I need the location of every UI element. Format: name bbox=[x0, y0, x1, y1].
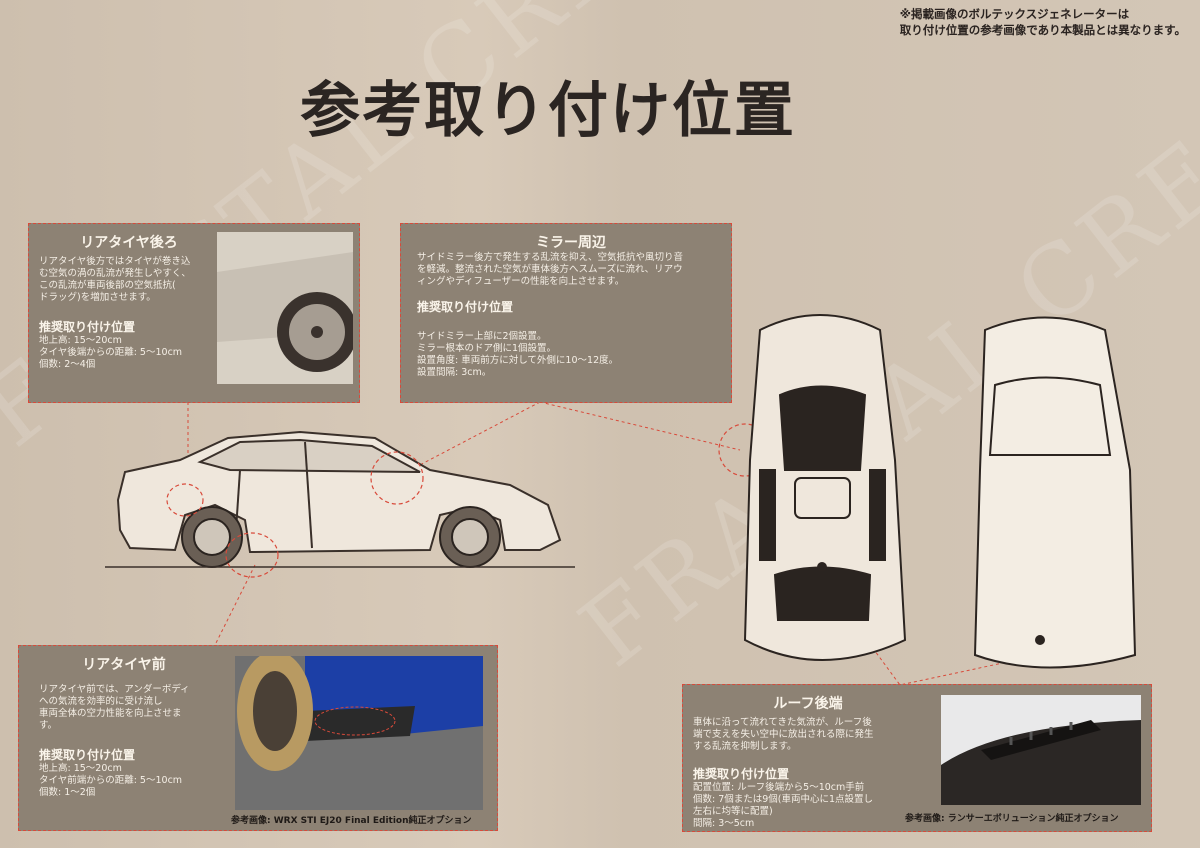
recommend-line: タイヤ後端からの距離: 5〜10cm bbox=[39, 347, 183, 358]
desc-line: を軽減。整流された空気が車体後方へスムーズに流れ、リアウ bbox=[417, 264, 683, 275]
recommend-line: 地上高: 15〜20cm bbox=[39, 763, 122, 774]
desc-line: 端で支えを失い空中に放出される際に発生 bbox=[693, 729, 874, 740]
sedan-body bbox=[116, 430, 562, 554]
disclaimer-line-2: 取り付け位置の参考画像であり本製品とは異なります。 bbox=[899, 23, 1186, 37]
recommend-line: 設置間隔: 3cm。 bbox=[417, 367, 492, 378]
panel-heading: リアタイヤ後ろ bbox=[80, 235, 178, 251]
desc-line: 車体に沿って流れてきた気流が、ルーフ後 bbox=[693, 717, 872, 728]
desc-line: リアタイヤ後方ではタイヤが巻き込 bbox=[39, 256, 191, 267]
top-view-car-1 bbox=[743, 314, 907, 661]
recommend-line: 地上高: 15〜20cm bbox=[39, 335, 122, 346]
panel-heading: ミラー周辺 bbox=[536, 235, 606, 251]
desc-line: す。 bbox=[39, 720, 58, 731]
desc-line: サイドミラー後方で発生する乱流を抑え、空気抵抗や風切り音 bbox=[417, 252, 684, 263]
panel-mirror: ミラー周辺 サイドミラー後方で発生する乱流を抑え、空気抵抗や風切り音 を軽減。整… bbox=[400, 223, 732, 403]
desc-line: する乱流を抑制します。 bbox=[693, 741, 797, 752]
panel-rear-tire-back: リアタイヤ後ろ リアタイヤ後方ではタイヤが巻き込 む空気の渦の乱流が発生しやすく… bbox=[28, 223, 360, 403]
recommend-heading: 推奨取り付け位置 bbox=[39, 748, 136, 762]
recommend-line: 個数: 2〜4個 bbox=[39, 359, 96, 370]
recommend-heading: 推奨取り付け位置 bbox=[417, 300, 514, 314]
desc-line: 車両全体の空力性能を向上させま bbox=[39, 708, 182, 719]
photo-caption: 参考画像: WRX STI EJ20 Final Edition純正オプション bbox=[231, 816, 472, 826]
photo-caption: 参考画像: ランサーエボリューション純正オプション bbox=[905, 814, 1119, 824]
panel-heading: ルーフ後端 bbox=[773, 696, 843, 712]
top-view-car-2 bbox=[973, 316, 1137, 669]
desc-line: この乱流が車両後部の空気抵抗( bbox=[39, 280, 176, 291]
recommend-line: 間隔: 3〜5cm bbox=[693, 818, 755, 829]
recommend-line: 個数: 7個または9個(車両中心に1点設置し bbox=[693, 794, 874, 805]
page-title: 参考取り付け位置 bbox=[300, 76, 796, 146]
desc-line: への気流を効率的に受け流し bbox=[39, 696, 163, 707]
recommend-line: タイヤ前端からの距離: 5〜10cm bbox=[39, 775, 183, 786]
desc-line: ィングやディフューザーの性能を向上させます。 bbox=[417, 276, 625, 287]
panel-heading: リアタイヤ前 bbox=[82, 657, 166, 673]
recommend-line: 設置角度: 車両前方に対して外側に10〜12度。 bbox=[417, 355, 619, 366]
desc-line: む空気の渦の乱流が発生しやすく、 bbox=[39, 268, 191, 279]
photo-wrx-side-skirt bbox=[235, 656, 483, 810]
recommend-line: 左右に均等に配置) bbox=[693, 806, 773, 817]
disclaimer-note: ※掲載画像のボルテックスジェネレーターは 取り付け位置の参考画像であり本製品とは… bbox=[900, 6, 1186, 38]
panel-rear-tire-front: リアタイヤ前 リアタイヤ前では、アンダーボディ への気流を効率的に受け流し 車両… bbox=[18, 645, 498, 831]
panel-roof-rear: ルーフ後端 車体に沿って流れてきた気流が、ルーフ後 端で支えを失い空中に放出され… bbox=[682, 684, 1152, 832]
recommend-heading: 推奨取り付け位置 bbox=[693, 767, 790, 781]
recommend-line: 個数: 1〜2個 bbox=[39, 787, 96, 798]
recommend-line: 配置位置: ルーフ後端から5〜10cm手前 bbox=[693, 782, 865, 793]
disclaimer-line-1: ※掲載画像のボルテックスジェネレーターは bbox=[899, 7, 1130, 21]
recommend-line: ミラー根本のドア側に1個設置。 bbox=[417, 343, 557, 354]
desc-line: リアタイヤ前では、アンダーボディ bbox=[39, 684, 190, 695]
recommend-heading: 推奨取り付け位置 bbox=[39, 320, 136, 334]
recommend-line: サイドミラー上部に2個設置。 bbox=[417, 331, 547, 342]
photo-lancer-roof bbox=[941, 695, 1141, 805]
photo-rear-tire-back bbox=[217, 232, 353, 384]
desc-line: ドラッグ)を増加させます。 bbox=[39, 292, 156, 303]
